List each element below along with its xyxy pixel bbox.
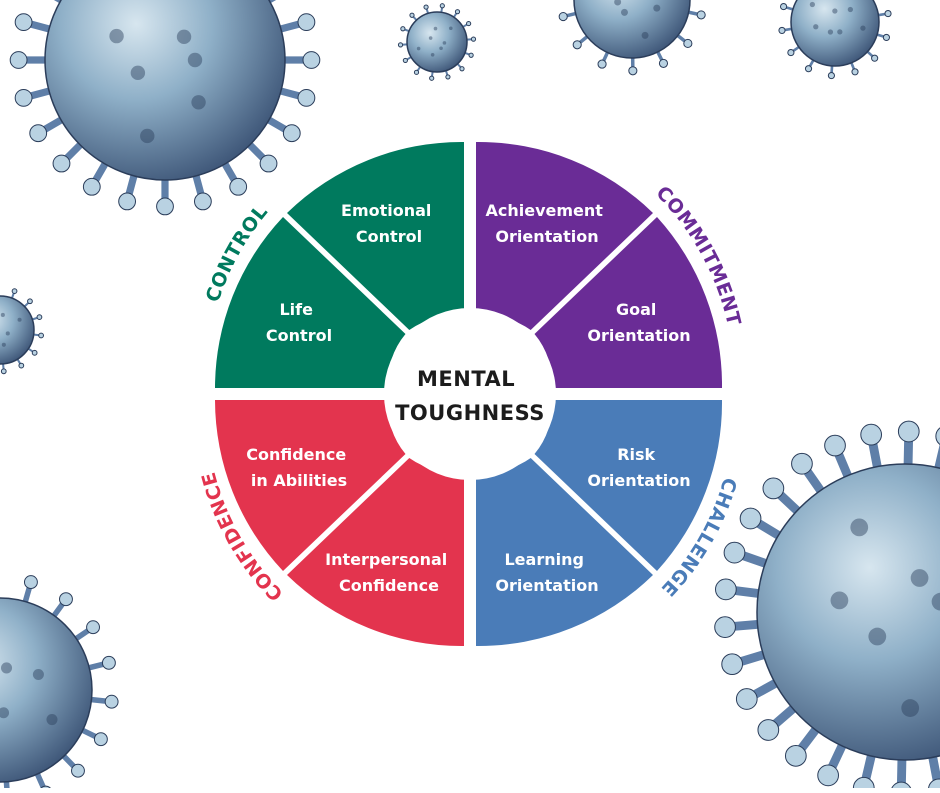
center-title-line2: TOUGHNESS xyxy=(395,401,545,425)
virus-icon xyxy=(559,0,705,75)
center-title-line1: MENTAL xyxy=(417,367,515,391)
label-line: Orientation xyxy=(495,576,598,595)
label-line: Confidence xyxy=(339,576,439,595)
toughness-wheel: Emotional Control Life Control Achieveme… xyxy=(198,142,745,646)
label-line: Emotional xyxy=(341,201,431,220)
virus-icon xyxy=(10,0,320,215)
virus-icon xyxy=(779,0,891,79)
label-line: Orientation xyxy=(495,227,598,246)
label-line: Goal xyxy=(616,300,656,319)
label-line: Interpersonal xyxy=(325,550,447,569)
center-hub xyxy=(384,308,556,480)
label-line: Achievement xyxy=(485,201,603,220)
label-line: Orientation xyxy=(587,471,690,490)
virus-icon xyxy=(715,421,940,788)
label-line: Learning xyxy=(504,550,583,569)
virus-icon xyxy=(0,286,43,373)
label-line: Life xyxy=(279,300,313,319)
label-line: Control xyxy=(266,326,332,345)
label-line: in Abilities xyxy=(251,471,347,490)
label-line: Confidence xyxy=(246,445,346,464)
label-line: Orientation xyxy=(587,326,690,345)
label-line: Control xyxy=(356,227,422,246)
virus-icon xyxy=(0,572,118,788)
virus-icon xyxy=(398,4,475,81)
label-line: Risk xyxy=(617,445,655,464)
